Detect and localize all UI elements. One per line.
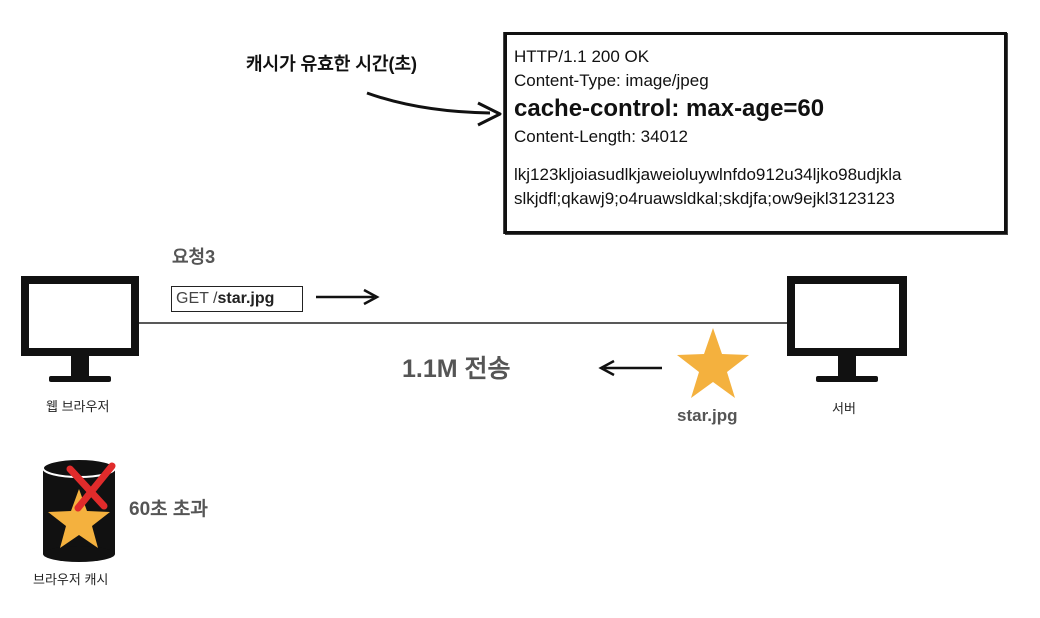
cache-validity-annotation: 캐시가 유효한 시간(초) xyxy=(246,54,418,74)
request-method: GET / xyxy=(176,290,218,307)
server-star-icon xyxy=(677,328,749,398)
request-line-box: GET /star.jpg xyxy=(171,286,303,312)
client-monitor-icon xyxy=(21,276,139,382)
cache-label: 브라우저 캐시 xyxy=(33,572,109,587)
cache-expired-label: 60초 초과 xyxy=(129,499,208,520)
content-type-header: Content-Type: image/jpeg xyxy=(514,71,709,90)
server-file-label: star.jpg xyxy=(677,406,738,425)
client-label: 웹 브라우저 xyxy=(46,399,110,414)
annotation-arrowhead xyxy=(477,101,502,127)
annotation-arrow xyxy=(366,91,491,115)
request-path: star.jpg xyxy=(217,290,275,307)
server-label: 서버 xyxy=(832,401,856,416)
request-arrowhead xyxy=(363,288,380,306)
http-response-box: HTTP/1.1 200 OK Content-Type: image/jpeg… xyxy=(504,32,1007,234)
cache-control-header: cache-control: max-age=60 xyxy=(514,95,825,122)
transfer-label: 1.1M 전송 xyxy=(402,355,511,383)
body-line-1: lkj123kljoiasudlkjaweioluywlnfdo912u34lj… xyxy=(514,165,902,184)
status-line: HTTP/1.1 200 OK xyxy=(514,47,650,66)
cached-star-icon xyxy=(48,489,110,548)
response-arrowhead xyxy=(598,359,615,377)
body-line-2: slkjdfl;qkawj9;o4ruawsldkal;skdjfa;ow9ej… xyxy=(514,189,895,208)
expired-cross-icon xyxy=(66,462,116,512)
content-length-header: Content-Length: 34012 xyxy=(514,127,688,146)
request-label: 요청3 xyxy=(172,247,216,267)
server-monitor-icon xyxy=(787,276,907,382)
